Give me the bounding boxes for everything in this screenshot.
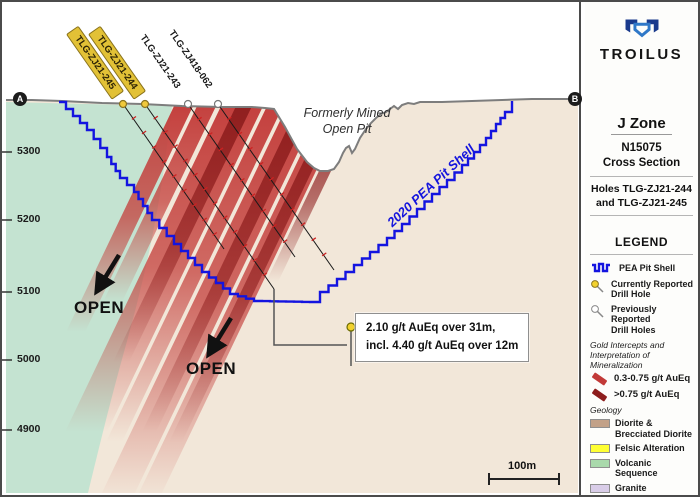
holes-subtitle-line2: and TLG-ZJ21-245 bbox=[595, 197, 688, 210]
elevation-ticks bbox=[2, 151, 12, 431]
surface-topography-line bbox=[6, 98, 578, 172]
section-id: N15075 bbox=[621, 142, 662, 155]
legend-title: LEGEND bbox=[614, 234, 668, 249]
legend-item-diorite: Diorite &Brecciated Diorite bbox=[585, 416, 698, 441]
legend-heading-geology: Geology bbox=[590, 405, 622, 416]
section-marker-a: A bbox=[13, 92, 27, 106]
scale-bar-label: 100m bbox=[508, 460, 537, 472]
section-type: Cross Section bbox=[602, 157, 681, 170]
current-drill-hole-icon bbox=[591, 279, 604, 293]
legend-item-volcanic: Volcanic Sequence bbox=[585, 456, 698, 481]
title-legend-panel: TROILUS J Zone N15075 Cross Section Hole… bbox=[585, 2, 698, 495]
previous-drill-hole-icon bbox=[591, 304, 604, 318]
legend-item-granite: Granite bbox=[585, 481, 698, 495]
divider bbox=[589, 253, 694, 255]
elevation-label-5200: 5200 bbox=[17, 213, 41, 225]
legend-item-felsic: Felsic Alteration bbox=[585, 441, 698, 456]
current-collar-marker bbox=[118, 99, 128, 109]
zone-title: J Zone bbox=[611, 115, 672, 136]
elevation-label-5300: 5300 bbox=[17, 145, 41, 157]
grade-low-bar-icon bbox=[591, 372, 608, 386]
granite-swatch bbox=[590, 483, 610, 493]
drill-hole-traces bbox=[118, 99, 335, 290]
section-marker-b: B bbox=[568, 92, 582, 106]
troilus-logo-icon bbox=[625, 19, 658, 38]
annotation-leader-line bbox=[273, 289, 356, 366]
divider bbox=[589, 215, 694, 216]
diorite-swatch bbox=[590, 419, 610, 429]
previous-collar-marker bbox=[183, 99, 193, 109]
open-label-center: OPEN bbox=[186, 359, 237, 378]
pit-shell-zigzag-icon bbox=[592, 262, 610, 272]
divider bbox=[589, 176, 694, 178]
felsic-swatch bbox=[590, 444, 610, 454]
elevation-label-4900: 4900 bbox=[17, 423, 41, 435]
current-collar-marker bbox=[140, 99, 150, 109]
intercept-marker bbox=[346, 322, 356, 332]
grade-high-bar-icon bbox=[591, 387, 608, 402]
elevation-label-5100: 5100 bbox=[17, 285, 41, 297]
holes-subtitle-line1: Holes TLG-ZJ21-244 bbox=[591, 183, 692, 196]
legend-item-grade-high: >0.75 g/t AuEq bbox=[585, 387, 698, 403]
legend-item-grade-low: 0.3-0.75 g/t AuEq bbox=[585, 371, 698, 387]
cross-section-drawing bbox=[2, 98, 578, 493]
previous-collar-marker bbox=[213, 99, 223, 109]
volcanic-swatch bbox=[590, 458, 610, 468]
scale-bar bbox=[488, 473, 560, 485]
intercept-annotation-box: 2.10 g/t AuEq over 31m, incl. 4.40 g/t A… bbox=[355, 313, 530, 362]
brand-name: TROILUS bbox=[599, 46, 684, 64]
open-at-depth-arrows bbox=[94, 253, 233, 359]
legend-item-pea-pit-shell: PEA Pit Shell bbox=[585, 260, 698, 277]
pea-pit-shell-line bbox=[59, 100, 514, 304]
cross-section-canvas: A B 5300 5200 5100 5000 4900 TLG-ZJ21-24… bbox=[2, 2, 582, 495]
open-label-left: OPEN bbox=[74, 298, 125, 317]
formerly-mined-open-pit-label: Formerly Mined Open Pit bbox=[303, 106, 391, 136]
elevation-label-5000: 5000 bbox=[17, 353, 41, 365]
legend-heading-intercepts: Gold Intercepts and Interpretation of Mi… bbox=[590, 340, 665, 371]
